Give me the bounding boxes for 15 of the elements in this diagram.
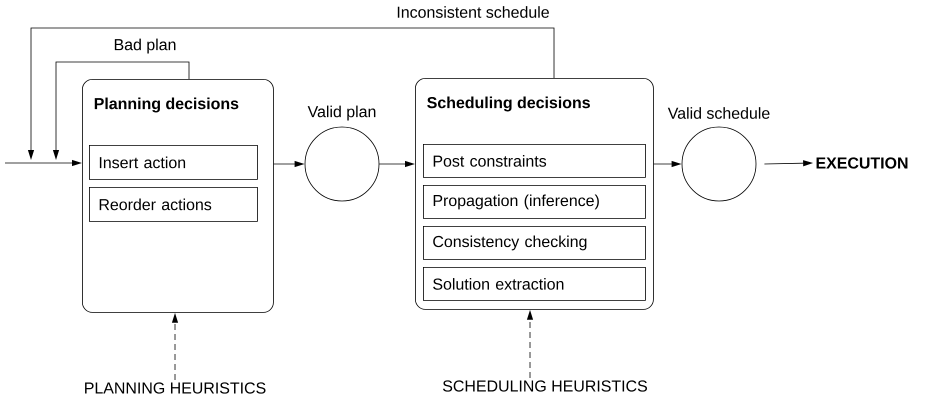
circle: [304, 126, 380, 202]
node-caption: Valid schedule: [668, 107, 770, 119]
edge-label: Bad plan: [112, 38, 178, 54]
step-box: Reorder actions: [89, 187, 258, 222]
step-box: Insert action: [89, 145, 258, 180]
circle: [682, 126, 756, 202]
step-box: Consistency checking: [423, 226, 646, 260]
heuristics-label: PLANNING HEURISTICS: [85, 382, 266, 394]
step-box: Solution extraction: [423, 267, 646, 301]
edge-label: Inconsistent schedule: [395, 5, 551, 19]
step-box: Propagation (inference): [423, 185, 646, 219]
step-box: Post constraints: [423, 144, 646, 178]
output-label: EXECUTION: [816, 157, 908, 169]
heuristics-label: SCHEDULING HEURISTICS: [442, 380, 647, 392]
node-caption: Valid plan: [308, 106, 376, 120]
